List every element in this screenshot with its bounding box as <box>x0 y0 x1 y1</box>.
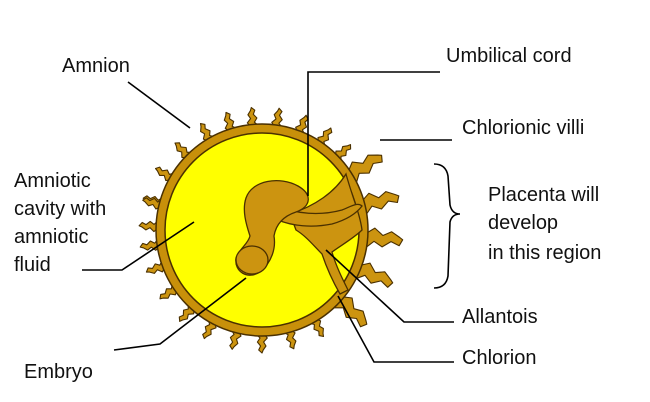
label-placenta-note-line-3: in this region <box>488 242 601 264</box>
villus-small <box>145 259 166 274</box>
label-amniotic-cavity-line-1: Amniotic <box>14 170 91 192</box>
allantois-shape <box>289 172 363 295</box>
label-chorion: Chlorion <box>462 347 536 369</box>
villus-small <box>246 106 260 128</box>
leader-embryo <box>113 277 247 351</box>
villus-large <box>331 296 368 328</box>
villus-large <box>361 191 400 217</box>
villus-small <box>139 237 160 251</box>
label-amniotic-cavity-line-3: amniotic <box>14 226 88 248</box>
label-embryo: Embryo <box>24 361 93 383</box>
villus-small <box>138 219 159 233</box>
leader-amniotic-cavity <box>82 221 195 271</box>
leader-amnion <box>127 81 191 129</box>
villus-large <box>353 262 394 288</box>
leader-allantois <box>325 249 454 323</box>
label-amniotic-cavity-line-2: cavity with <box>14 198 106 220</box>
umbilical-cord-shape <box>277 203 363 227</box>
villus-small <box>255 333 268 354</box>
label-placenta-note-line-2: develop <box>488 212 558 234</box>
label-amniotic-cavity-line-4: fluid <box>14 254 51 276</box>
villus-small <box>229 328 242 350</box>
villus-large <box>347 154 383 185</box>
villus-small <box>223 111 238 132</box>
embryo-head <box>235 245 269 275</box>
label-amnion: Amnion <box>62 55 130 77</box>
label-chorionic-villi: Chlorionic villi <box>462 117 584 139</box>
leader-chorion <box>337 295 454 363</box>
label-allantois: Allantois <box>462 306 538 328</box>
label-amniotic-cavity: Amniotic cavity with amniotic fluid <box>14 170 112 276</box>
placenta-brace <box>433 163 461 289</box>
label-placenta-note: Placenta will develop in this region <box>488 184 605 264</box>
villus-large <box>364 227 404 249</box>
label-placenta-note-line-1: Placenta will <box>488 184 599 206</box>
villus-small <box>142 197 164 210</box>
leader-umbilical-cord <box>307 71 440 196</box>
chorionic-villi-large <box>331 154 404 328</box>
villus-small <box>282 329 297 350</box>
villus-small <box>271 107 283 129</box>
label-umbilical-cord: Umbilical cord <box>446 45 572 67</box>
leader-lines <box>82 71 461 363</box>
